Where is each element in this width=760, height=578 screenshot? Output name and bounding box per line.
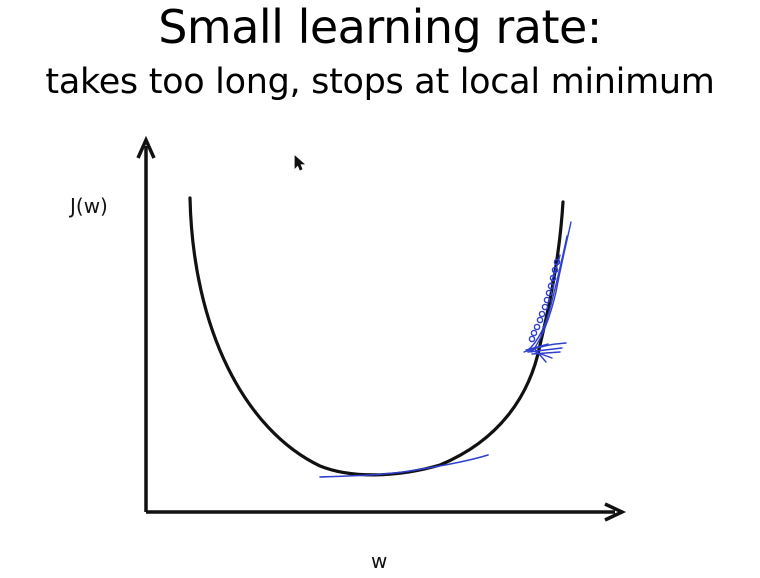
mouse-cursor-icon [294,155,306,171]
x-axis-arrow-icon [604,502,627,522]
learning-steps-scribble [523,221,572,363]
y-axis-arrow-icon [136,135,156,159]
slide-subtitle: takes too long, stops at local minimum [45,62,715,102]
x-axis-label: w [371,549,387,573]
y-axis-label: J(w) [68,194,108,218]
cost-function-curve [188,196,565,477]
slide-title: Small learning rate: [158,0,602,54]
local-minimum-scribble [319,454,489,478]
